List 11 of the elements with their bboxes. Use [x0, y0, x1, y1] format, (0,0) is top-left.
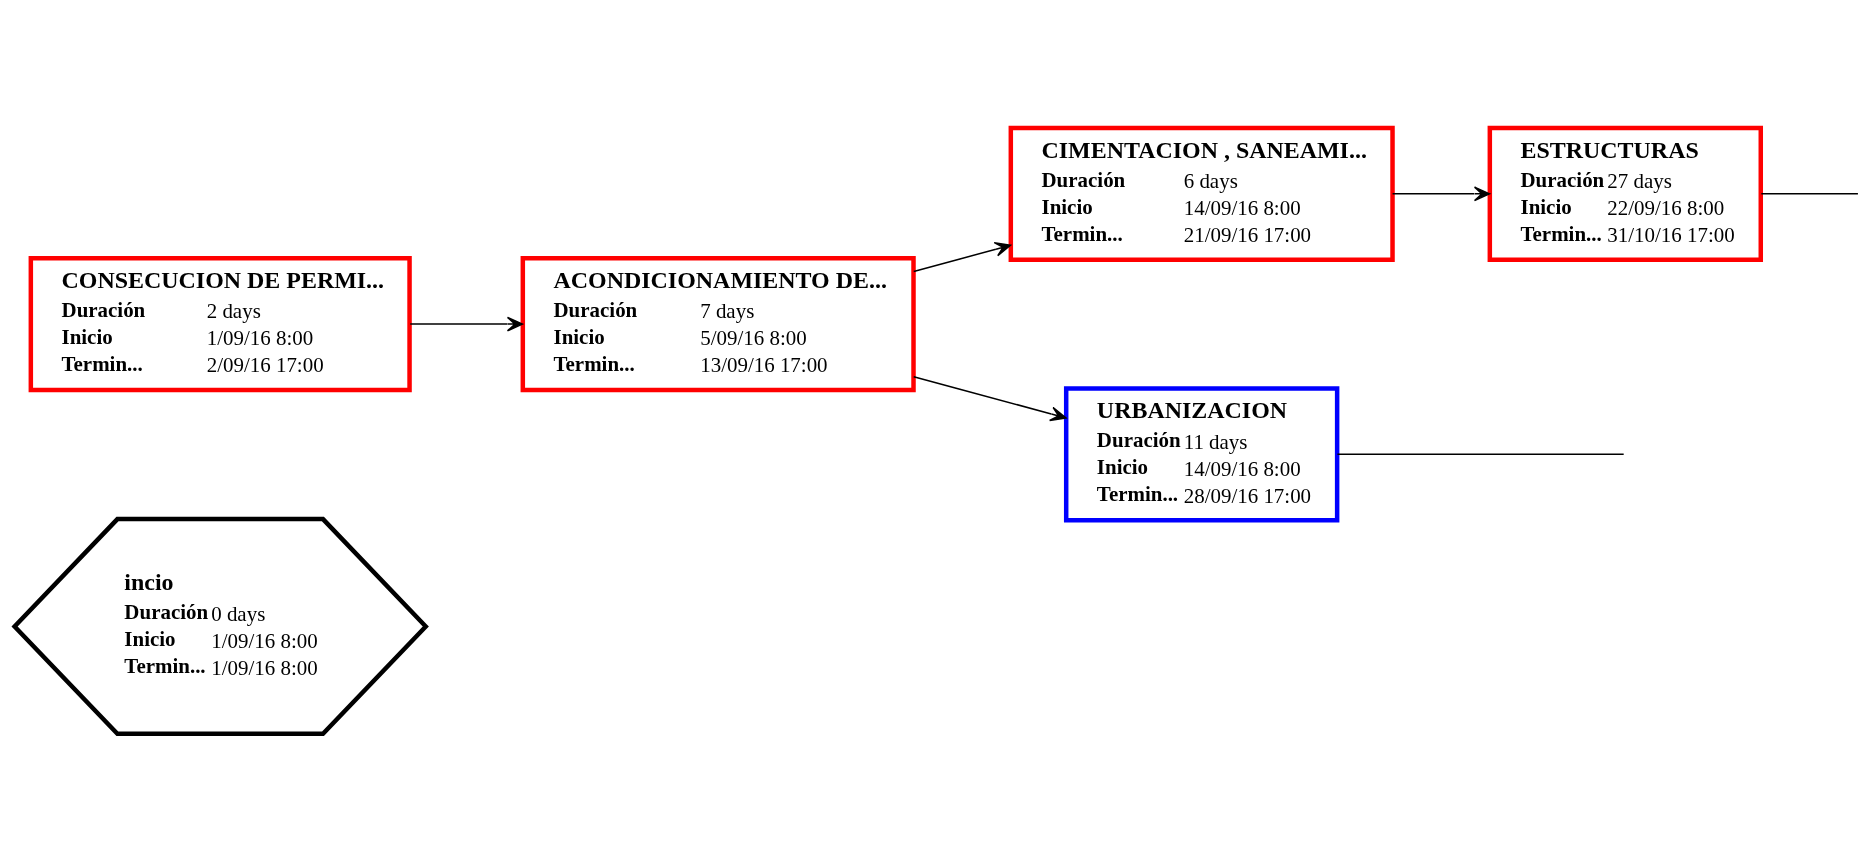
node-box: CONSECUCION DE PERMI... Duración 2 days Inicio 1/09/16 8:00 Termin... 2/09/16 17:00 [28, 255, 412, 393]
node-box: ESTRUCTURAS Duración27 days Inicio 22/09/16 8:00 Termin... 31/10/16 17:00 [1487, 125, 1763, 262]
arrow [1391, 186, 1491, 202]
connector [1760, 193, 1859, 195]
node-box: URBANIZACION Duración11 days Inicio 14/09/16 8:00 Termin... 28/09/16 17:00 [1063, 386, 1340, 523]
node-box: ACONDICIONAMIENTO DE... Duración 7 days Inicio 5/09/16 8:00 Termin... 13/09/16 17:00 [520, 255, 916, 393]
arrow [409, 316, 524, 332]
node-box: CIMENTACION , SANEAMI... Duración 6 days Inicio 14/09/16 8:00 Termin... 21/09/16 17:00 [1008, 125, 1395, 262]
arrow [912, 241, 1012, 273]
connector [1336, 453, 1625, 456]
arrow [912, 375, 1067, 422]
